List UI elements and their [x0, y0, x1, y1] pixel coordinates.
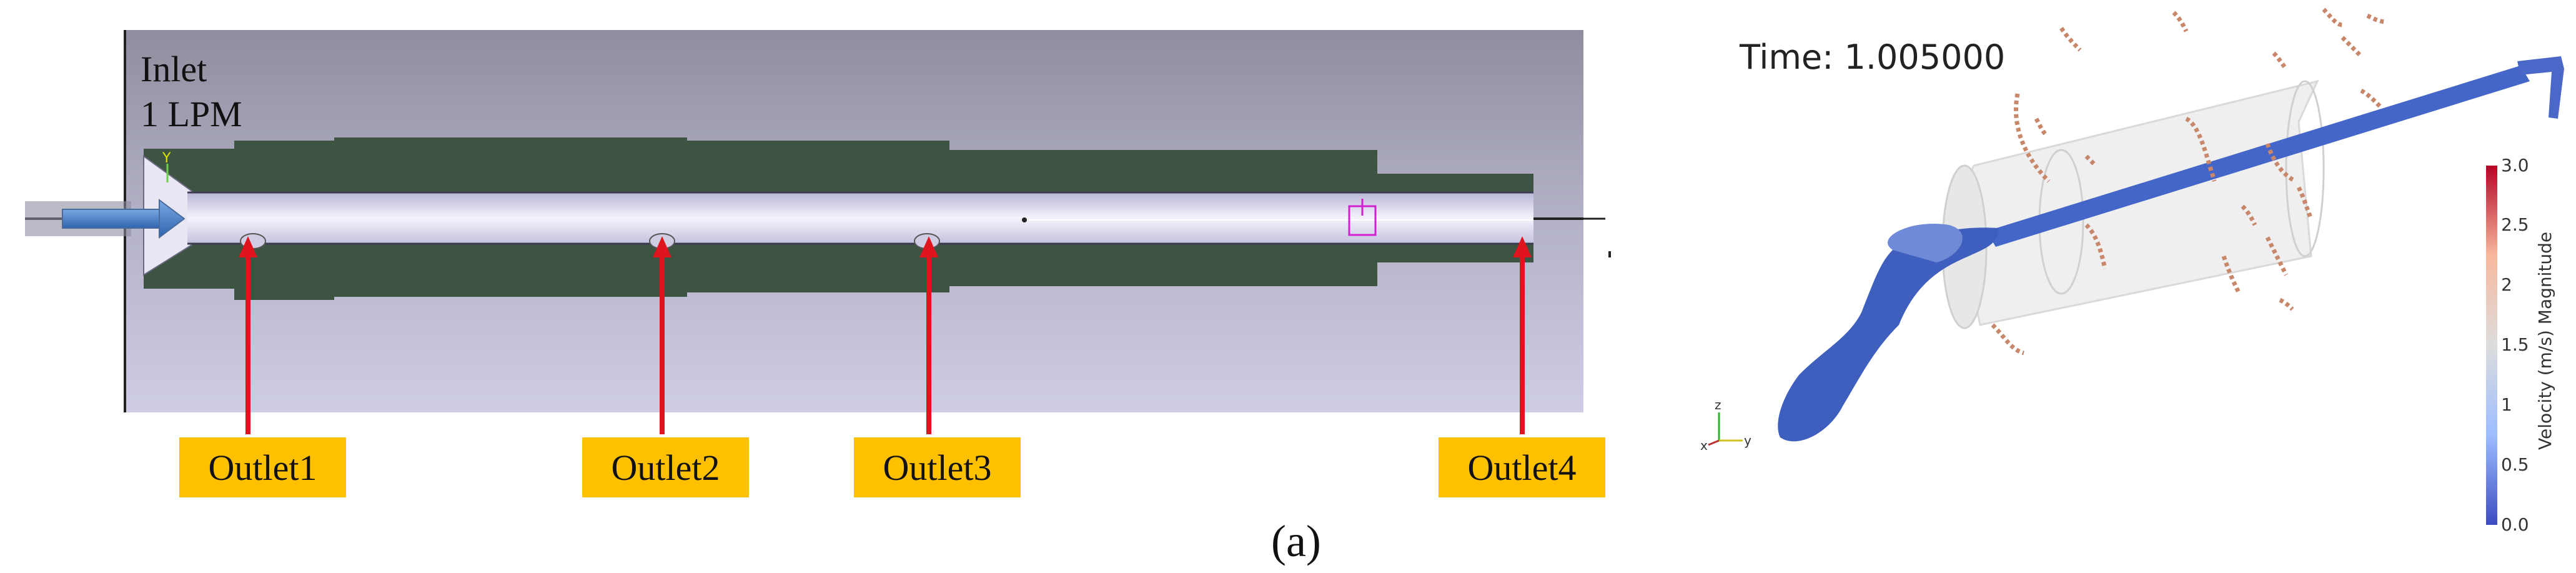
- inlet-title: Inlet: [141, 49, 207, 89]
- splash-plume: [1778, 227, 1999, 442]
- simulation-time: Time: 1.005000: [1740, 37, 2006, 77]
- colorbar: [2486, 166, 2497, 525]
- nozzle-transparent-shell: [1941, 79, 2325, 329]
- outlet1-arrow: [239, 236, 257, 434]
- colorbar-tick-0.0: 0.0: [2501, 514, 2529, 535]
- axis-x-label: x: [1700, 438, 1708, 453]
- colorbar-tick-2: 2: [2501, 274, 2512, 295]
- inlet-flow-rate: 1 LPM: [141, 94, 242, 134]
- nozzle-cross-section: Y: [25, 30, 1611, 434]
- colorbar-tick-2.5: 2.5: [2501, 214, 2529, 235]
- outlet4-arrow: [1513, 236, 1532, 434]
- outlet2-arrow: [653, 236, 671, 434]
- inlet-flow-arrow: [62, 199, 186, 239]
- droplet-trails: [1991, 7, 2387, 356]
- lower-wall: [144, 244, 1533, 300]
- axes-triad: z y x: [1700, 397, 1751, 453]
- outlet3-label: Outlet3: [854, 437, 1021, 497]
- pipe-channel: [187, 192, 1533, 244]
- upper-wall: [144, 137, 1533, 192]
- colorbar-title: Velocity (m/s) Magnitude: [2535, 231, 2555, 450]
- outlet3-arrow: [919, 236, 938, 434]
- axis-y-label: y: [1744, 433, 1751, 448]
- colorbar-tick-1.5: 1.5: [2501, 334, 2529, 355]
- outlet4-label: Outlet4: [1439, 437, 1605, 497]
- colorbar-tick-3.0: 3.0: [2501, 155, 2529, 176]
- outlet1-label: Outlet1: [179, 437, 346, 497]
- colorbar-tick-0.5: 0.5: [2501, 454, 2529, 475]
- axis-z-label: z: [1715, 397, 1721, 412]
- outlet2-label: Outlet2: [582, 437, 749, 497]
- svg-text:Y: Y: [162, 151, 171, 166]
- cfd-render: z y x: [1700, 7, 2564, 525]
- jet-core: [1986, 66, 2530, 247]
- colorbar-tick-1: 1: [2501, 394, 2512, 415]
- figure-caption: (a): [1271, 516, 1321, 566]
